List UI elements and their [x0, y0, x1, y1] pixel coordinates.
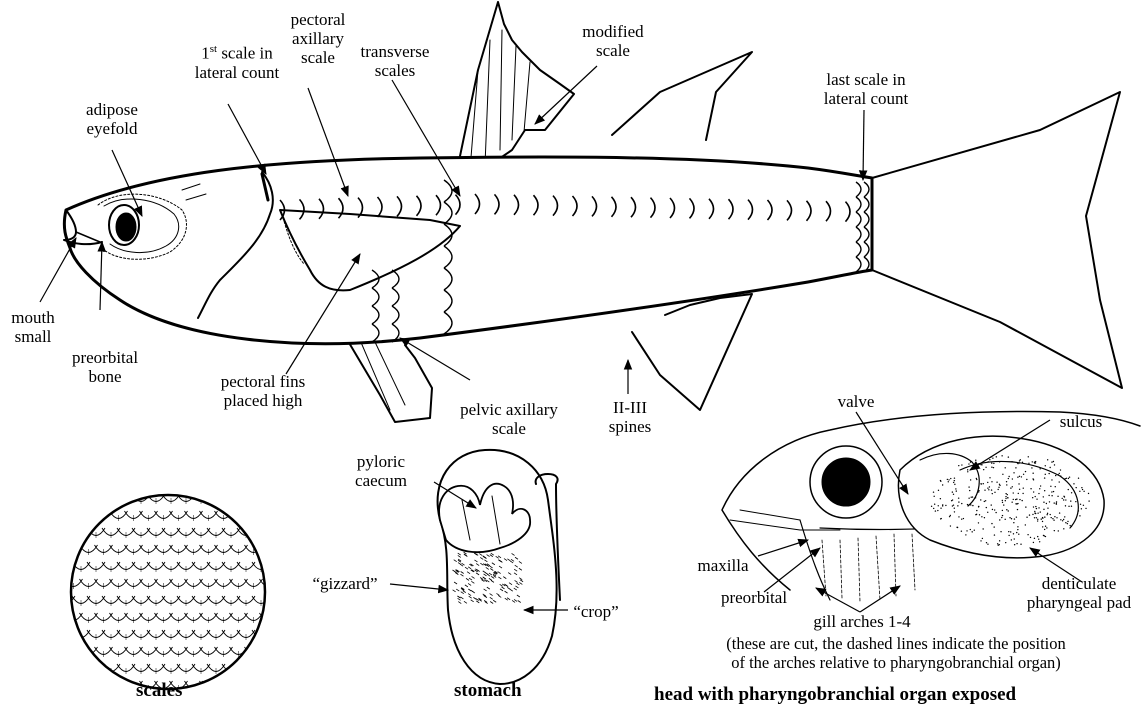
label-crop: “crop” [566, 602, 626, 621]
label-gizzard: “gizzard” [298, 574, 392, 593]
label-denticulate-pad: denticulate pharyngeal pad [1014, 574, 1144, 612]
label-last-scale: last scale in lateral count [806, 70, 926, 108]
fish-body [64, 157, 872, 344]
head-eye-pupil [822, 458, 870, 506]
label-gill-arches: gill arches 1-4 [794, 612, 930, 631]
label-pectoral-axillary-scale: pectoral axillary scale [278, 10, 358, 67]
label-pelvic-axillary: pelvic axillary scale [444, 400, 574, 438]
caption-stomach: stomach [454, 680, 522, 702]
caption-scales: scales [136, 680, 182, 702]
caption-head: head with pharyngobranchial organ expose… [654, 684, 1016, 706]
scales-sample [71, 495, 265, 689]
label-sulcus: sulcus [1046, 412, 1116, 431]
gill-arches-note: (these are cut, the dashed lines indicat… [648, 634, 1144, 672]
label-adipose-eyefold: adipose eyefold [72, 100, 152, 138]
label-modified-scale: modified scale [568, 22, 658, 60]
anal-fin [632, 294, 752, 410]
stomach-drawing [438, 450, 560, 684]
label-mouth-small: mouth small [0, 308, 66, 346]
label-pyloric-caecum: pyloric caecum [336, 452, 426, 490]
caudal-fin [872, 92, 1122, 388]
label-first-scale: 1st scale in lateral count [184, 40, 290, 82]
pupil [116, 213, 136, 241]
label-valve: valve [826, 392, 886, 411]
pharyngeal-organ [898, 436, 1104, 558]
label-spines: II-III spines [598, 398, 662, 436]
label-preorbital: preorbital [708, 588, 800, 607]
label-pectoral-fins: pectoral fins placed high [208, 372, 318, 410]
label-preorbital-bone: preorbital bone [62, 348, 148, 386]
label-transverse-scales: transverse scales [350, 42, 440, 80]
label-maxilla: maxilla [688, 556, 758, 575]
second-dorsal-fin [612, 52, 752, 140]
